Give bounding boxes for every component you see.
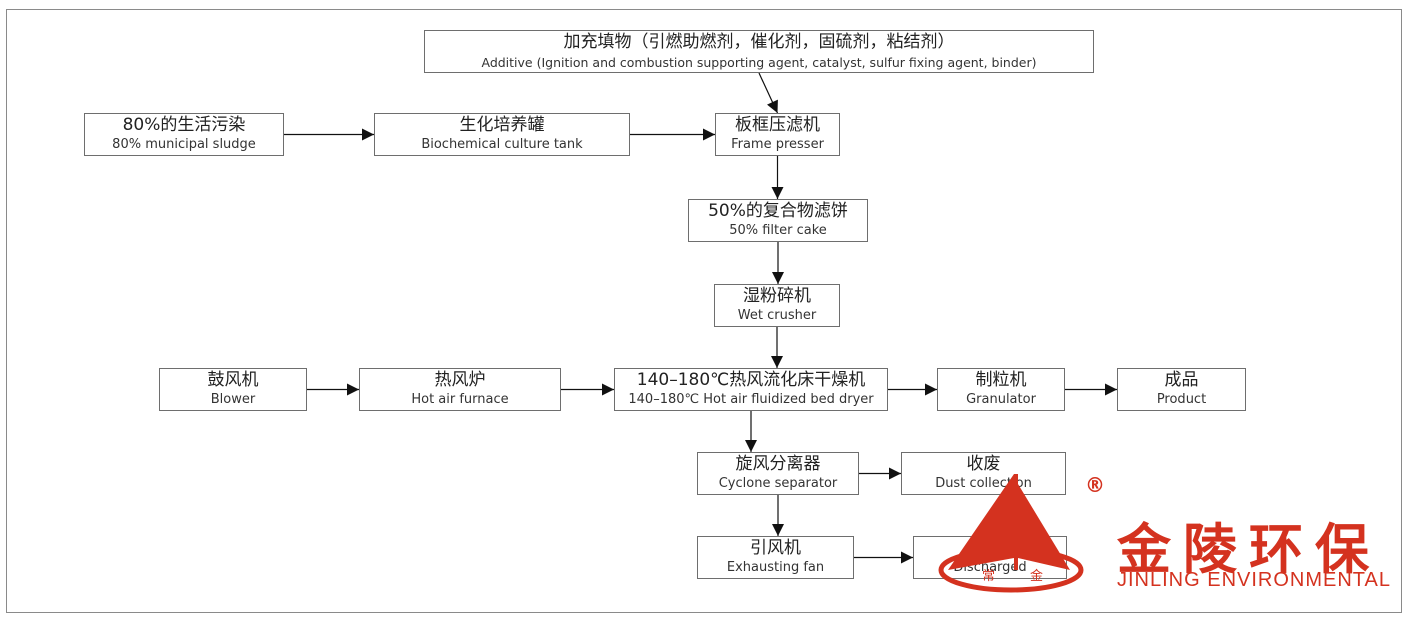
- node-furnace-en: Hot air furnace: [411, 392, 509, 408]
- node-cyclone-en: Cyclone separator: [718, 476, 838, 492]
- node-granulator-cn: 制粒机: [975, 369, 1027, 390]
- node-dryer-cn: 140–180℃热风流化床干燥机: [636, 369, 866, 390]
- node-sludge: 80%的生活污染 80% municipal sludge: [84, 113, 284, 156]
- node-crusher-en: Wet crusher: [737, 308, 817, 324]
- logo-char-1: 常: [982, 569, 995, 584]
- node-blower: 鼓风机 Blower: [159, 368, 307, 411]
- arrow-additive-to-presser: [758, 72, 779, 114]
- node-additive: 加充填物（引燃助燃剂，催化剂，固硫剂，粘结剂） Additive (Igniti…: [424, 30, 1094, 73]
- registered-mark: ®: [1085, 473, 1105, 497]
- node-presser-en: Frame presser: [731, 137, 824, 153]
- node-furnace: 热风炉 Hot air furnace: [359, 368, 561, 411]
- node-blower-en: Blower: [210, 392, 256, 408]
- node-cake: 50%的复合物滤饼 50% filter cake: [688, 199, 868, 242]
- node-crusher: 湿粉碎机 Wet crusher: [714, 284, 840, 327]
- node-tank-en: Biochemical culture tank: [421, 137, 583, 153]
- node-additive-cn: 加充填物（引燃助燃剂，催化剂，固硫剂，粘结剂）: [563, 32, 955, 53]
- node-sludge-cn: 80%的生活污染: [122, 114, 246, 135]
- node-tank: 生化培养罐 Biochemical culture tank: [374, 113, 630, 156]
- node-blower-cn: 鼓风机: [207, 369, 259, 390]
- node-product: 成品 Product: [1117, 368, 1246, 411]
- node-dust-cn: 收废: [966, 453, 1001, 474]
- node-dryer-en: 140–180℃ Hot air fluidized bed dryer: [628, 392, 874, 408]
- logo-char-2: 金: [1030, 568, 1043, 584]
- brand-name-cn: 金陵环保: [1117, 518, 1381, 581]
- diagram-frame: [6, 9, 1402, 613]
- node-product-cn: 成品: [1164, 369, 1199, 390]
- node-cake-en: 50% filter cake: [729, 223, 827, 239]
- node-cake-cn: 50%的复合物滤饼: [708, 200, 848, 221]
- node-fan-en: Exhausting fan: [726, 560, 825, 576]
- node-granulator-en: Granulator: [966, 392, 1036, 408]
- node-presser: 板框压滤机 Frame presser: [715, 113, 840, 156]
- node-granulator: 制粒机 Granulator: [937, 368, 1065, 411]
- node-furnace-cn: 热风炉: [434, 369, 486, 390]
- brand-name-en: JINLING ENVIRONMENTAL: [1117, 569, 1391, 591]
- node-sludge-en: 80% municipal sludge: [112, 137, 256, 153]
- jinling-logo-icon: 常 金: [938, 474, 1084, 593]
- node-tank-cn: 生化培养罐: [459, 114, 545, 135]
- node-presser-cn: 板框压滤机: [735, 114, 820, 135]
- node-cyclone: 旋风分离器 Cyclone separator: [697, 452, 859, 495]
- node-fan-cn: 引风机: [750, 537, 801, 558]
- node-cyclone-cn: 旋风分离器: [735, 453, 821, 474]
- node-dryer: 140–180℃热风流化床干燥机 140–180℃ Hot air fluidi…: [614, 368, 888, 411]
- node-crusher-cn: 湿粉碎机: [743, 285, 811, 306]
- node-product-en: Product: [1156, 392, 1207, 408]
- node-fan: 引风机 Exhausting fan: [697, 536, 854, 579]
- node-additive-en: Additive (Ignition and combustion suppor…: [481, 54, 1037, 70]
